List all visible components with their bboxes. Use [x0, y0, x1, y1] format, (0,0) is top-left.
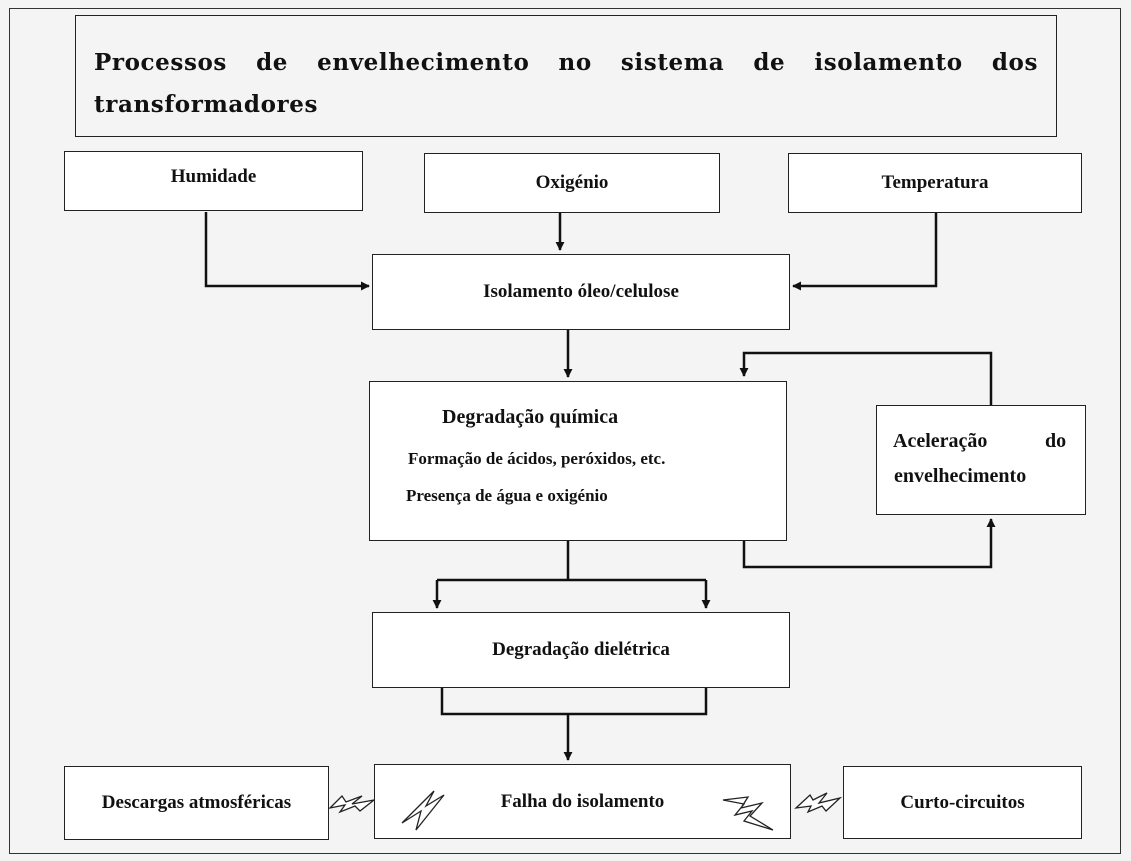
lightning-right-icon — [794, 792, 843, 814]
oxygen-label: Oxigénio — [535, 172, 609, 193]
humidity-box: Humidade — [64, 151, 363, 211]
failure-lightning-left-icon — [401, 790, 445, 831]
atmospheric-discharges-box: Descargas atmosféricas — [64, 766, 329, 840]
insulation-box: Isolamento óleo/celulose — [372, 254, 790, 330]
chemical-degradation-title: Degradação química — [442, 406, 619, 428]
acceleration-label-line2: envelhecimento — [894, 465, 1027, 487]
lightning-left-icon — [328, 794, 375, 814]
short-circuits-box: Curto-circuitos — [843, 766, 1082, 839]
dielectric-degradation-label: Degradação dielétrica — [492, 639, 670, 660]
acceleration-box — [876, 405, 1086, 515]
acceleration-loop-arrow — [739, 351, 993, 405]
temperature-label: Temperatura — [881, 172, 989, 193]
chemical-degradation-box — [369, 381, 787, 541]
failure-lightning-right-icon — [722, 796, 774, 831]
dielectric-degradation-box: Degradação dielétrica — [372, 612, 790, 688]
chemical-degradation-line1: Formação de ácidos, peróxidos, etc. — [408, 449, 666, 468]
feedback-to-acceleration-arrow — [742, 518, 996, 569]
temperature-arrow — [792, 213, 938, 291]
chemical-degradation-line2: Presença de água e oxigénio — [406, 486, 608, 505]
short-circuits-label: Curto-circuitos — [900, 791, 1025, 813]
humidity-label: Humidade — [170, 166, 257, 187]
diagram-title: Processos de envelhecimento no sistema d… — [75, 15, 1057, 137]
temperature-box: Temperatura — [788, 153, 1082, 213]
acceleration-label-word: Aceleração — [893, 430, 988, 452]
failure-label: Falha do isolamento — [500, 790, 665, 812]
atmospheric-discharges-label: Descargas atmosféricas — [101, 792, 292, 813]
insulation-label: Isolamento óleo/celulose — [483, 281, 679, 302]
oxygen-box: Oxigénio — [424, 153, 720, 213]
failure-box: Falha do isolamento — [374, 764, 791, 839]
humidity-arrow — [204, 212, 370, 291]
acceleration-label-connector: do — [1045, 430, 1067, 452]
dielectric-merge-line — [440, 688, 708, 716]
